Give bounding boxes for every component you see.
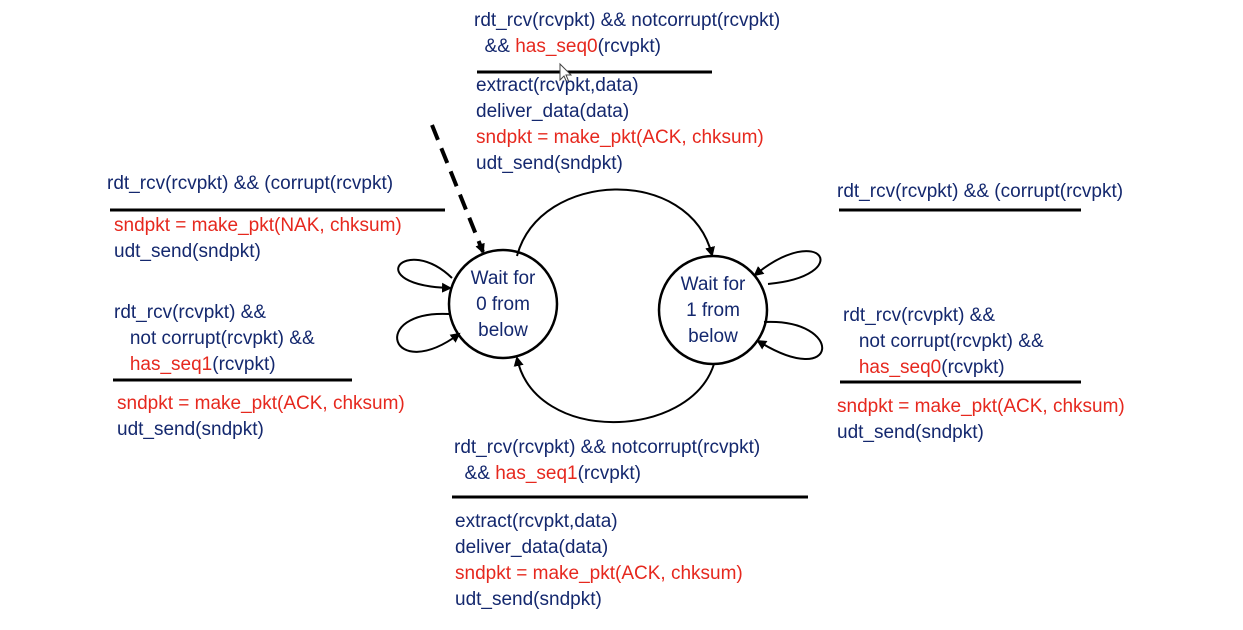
self-loop-wait1-top <box>753 250 822 285</box>
text-segment <box>114 354 130 375</box>
text-segment: (rcvpkt) <box>212 354 276 375</box>
transition-text-line: && has_seq0(rcvpkt) <box>474 34 780 60</box>
text-segment: deliver_data(data) <box>455 537 609 558</box>
state-label-line: Wait for <box>470 268 536 289</box>
transition-text-line: deliver_data(data) <box>455 535 743 561</box>
text-segment: rdt_rcv(rcvpkt) && (corrupt(rcvpkt) <box>837 181 1124 202</box>
transition-left-bottom-action: sndpkt = make_pkt(ACK, chksum) udt_send(s… <box>117 391 405 443</box>
transition-text-line: udt_send(sndpkt) <box>455 587 743 613</box>
text-segment: && <box>474 36 516 57</box>
arc-wait1-to-wait0 <box>513 356 715 424</box>
transition-right-bottom-condition: rdt_rcv(rcvpkt) && not corrupt(rcvpkt) &… <box>843 303 1044 381</box>
transition-text-line: sndpkt = make_pkt(ACK, chksum) <box>455 561 743 587</box>
transition-top-action: extract(rcvpkt,data) deliver_data(data)sn… <box>476 73 764 177</box>
highlighted-text: sndpkt = make_pkt(NAK, chksum) <box>114 215 402 236</box>
text-segment: rdt_rcv(rcvpkt) && notcorrupt(rcvpkt) <box>454 437 761 458</box>
highlighted-text: sndpkt = make_pkt(ACK, chksum) <box>455 563 743 584</box>
text-segment: udt_send(sndpkt) <box>117 419 264 440</box>
transition-text-line: has_seq1(rcvpkt) <box>114 352 315 378</box>
text-segment: rdt_rcv(rcvpkt) && (corrupt(rcvpkt) <box>107 173 394 194</box>
highlighted-text: sndpkt = make_pkt(ACK, chksum) <box>117 393 405 414</box>
text-segment: udt_send(sndpkt) <box>476 153 623 174</box>
initial-arrow <box>430 124 485 254</box>
transition-text-line: udt_send(sndpkt) <box>837 420 1125 446</box>
transition-text-line: extract(rcvpkt,data) <box>455 509 743 535</box>
highlighted-text: sndpkt = make_pkt(ACK, chksum) <box>476 127 764 148</box>
text-segment: udt_send(sndpkt) <box>837 422 984 443</box>
text-segment: (rcvpkt) <box>941 357 1005 378</box>
highlighted-text: has_seq1 <box>495 463 578 484</box>
mouse-cursor <box>559 62 573 84</box>
transition-text-line: extract(rcvpkt,data) <box>476 73 764 99</box>
text-segment: udt_send(sndpkt) <box>455 589 602 610</box>
transition-text-line: rdt_rcv(rcvpkt) && <box>843 303 1044 329</box>
transition-bottom-condition: rdt_rcv(rcvpkt) && notcorrupt(rcvpkt) &&… <box>454 435 760 487</box>
transition-text-line: deliver_data(data) <box>476 99 764 125</box>
transition-text-line: rdt_rcv(rcvpkt) && <box>114 300 315 326</box>
transition-right-bottom-action: sndpkt = make_pkt(ACK, chksum) udt_send(s… <box>837 394 1125 446</box>
transition-text-line: has_seq0(rcvpkt) <box>843 355 1044 381</box>
highlighted-text: has_seq0 <box>515 36 598 57</box>
transition-text-line: udt_send(sndpkt) <box>114 239 402 265</box>
transition-right-top-condition: rdt_rcv(rcvpkt) && (corrupt(rcvpkt) <box>837 179 1123 205</box>
arc-wait0-to-wait1 <box>516 188 715 257</box>
text-segment: extract(rcvpkt,data) <box>476 75 639 96</box>
transition-text-line: rdt_rcv(rcvpkt) && notcorrupt(rcvpkt) <box>474 8 780 34</box>
highlighted-text: sndpkt = make_pkt(ACK, chksum) <box>837 396 1125 417</box>
text-segment: not corrupt(rcvpkt) && <box>114 328 315 349</box>
transition-left-top-condition: rdt_rcv(rcvpkt) && (corrupt(rcvpkt) <box>107 171 393 197</box>
transition-text-line: udt_send(sndpkt) <box>117 417 405 443</box>
self-loop-wait1-bottom <box>756 320 824 360</box>
text-segment: rdt_rcv(rcvpkt) && <box>114 302 267 323</box>
text-segment: (rcvpkt) <box>597 36 661 57</box>
transition-bottom-action: extract(rcvpkt,data) deliver_data(data)sn… <box>455 509 743 613</box>
state-label-line: below <box>688 326 738 347</box>
transition-text-line: sndpkt = make_pkt(ACK, chksum) <box>476 125 764 151</box>
text-segment: && <box>454 463 496 484</box>
state-label-line: Wait for <box>680 274 746 295</box>
transition-text-line: sndpkt = make_pkt(ACK, chksum) <box>117 391 405 417</box>
state-label-line: below <box>478 320 528 341</box>
text-segment: (rcvpkt) <box>577 463 641 484</box>
transition-text-line: rdt_rcv(rcvpkt) && (corrupt(rcvpkt) <box>837 179 1123 205</box>
highlighted-text: has_seq1 <box>129 354 213 375</box>
transition-text-line: udt_send(sndpkt) <box>476 151 764 177</box>
transition-text-line: not corrupt(rcvpkt) && <box>843 329 1044 355</box>
text-segment: rdt_rcv(rcvpkt) && <box>843 305 996 326</box>
state-wait0-label: Wait for 0 from below <box>449 266 557 344</box>
state-wait0-circle <box>447 248 559 360</box>
transition-text-line: rdt_rcv(rcvpkt) && (corrupt(rcvpkt) <box>107 171 393 197</box>
transition-left-bottom-condition: rdt_rcv(rcvpkt) && not corrupt(rcvpkt) &… <box>114 300 315 378</box>
text-segment: rdt_rcv(rcvpkt) && notcorrupt(rcvpkt) <box>474 10 781 31</box>
transition-text-line: not corrupt(rcvpkt) && <box>114 326 315 352</box>
text-segment <box>843 357 859 378</box>
state-label-line: 0 from <box>476 294 530 315</box>
transition-text-line: sndpkt = make_pkt(NAK, chksum) <box>114 213 402 239</box>
transition-text-line: && has_seq1(rcvpkt) <box>454 461 760 487</box>
state-label-line: 1 from <box>686 300 740 321</box>
highlighted-text: has_seq0 <box>858 357 942 378</box>
self-loop-wait0-bottom <box>396 312 461 353</box>
transition-text-line: sndpkt = make_pkt(ACK, chksum) <box>837 394 1125 420</box>
self-loop-wait0-top <box>397 258 453 293</box>
transition-left-top-action: sndpkt = make_pkt(NAK, chksum) udt_send(s… <box>114 213 402 265</box>
text-segment: deliver_data(data) <box>476 101 630 122</box>
text-segment: udt_send(sndpkt) <box>114 241 261 262</box>
transition-top-condition: rdt_rcv(rcvpkt) && notcorrupt(rcvpkt) &&… <box>474 8 780 60</box>
text-segment: extract(rcvpkt,data) <box>455 511 618 532</box>
transition-text-line: rdt_rcv(rcvpkt) && notcorrupt(rcvpkt) <box>454 435 760 461</box>
text-segment: not corrupt(rcvpkt) && <box>843 331 1044 352</box>
state-wait1-label: Wait for 1 from below <box>659 272 767 350</box>
